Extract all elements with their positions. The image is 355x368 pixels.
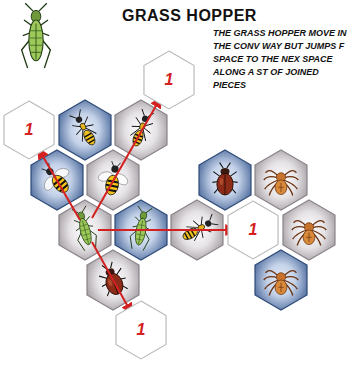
jump-arrow xyxy=(92,97,161,218)
beetle xyxy=(212,163,237,195)
spider xyxy=(264,271,299,296)
move-number: 1 xyxy=(143,50,195,110)
ant xyxy=(178,211,220,247)
move-number: 1 xyxy=(3,100,55,160)
target-hex: 1 xyxy=(115,300,167,360)
ant xyxy=(126,108,157,149)
tile xyxy=(115,100,167,160)
tile xyxy=(59,100,111,160)
grasshopper-icon xyxy=(22,3,51,68)
target-hex: 1 xyxy=(227,200,279,260)
bee xyxy=(94,159,132,198)
target-hex: 1 xyxy=(143,50,195,110)
illustration-part xyxy=(38,97,236,314)
move-number: 1 xyxy=(115,300,167,360)
tile xyxy=(199,150,251,210)
ant xyxy=(66,108,102,150)
spider xyxy=(292,221,327,246)
spider xyxy=(264,171,299,196)
jump-arrow xyxy=(38,148,80,220)
grasshopper xyxy=(128,205,154,251)
rule-text: THE GRASS HOPPER MOVE IN THE CONV WAY BU… xyxy=(213,27,351,92)
jump-arrow xyxy=(98,229,236,231)
tile xyxy=(255,150,307,210)
jump-arrow xyxy=(92,242,132,314)
title: GRASS HOPPER xyxy=(122,7,257,25)
move-number: 1 xyxy=(227,200,279,260)
tile xyxy=(283,200,335,260)
target-hex: 1 xyxy=(3,100,55,160)
tile xyxy=(255,250,307,310)
